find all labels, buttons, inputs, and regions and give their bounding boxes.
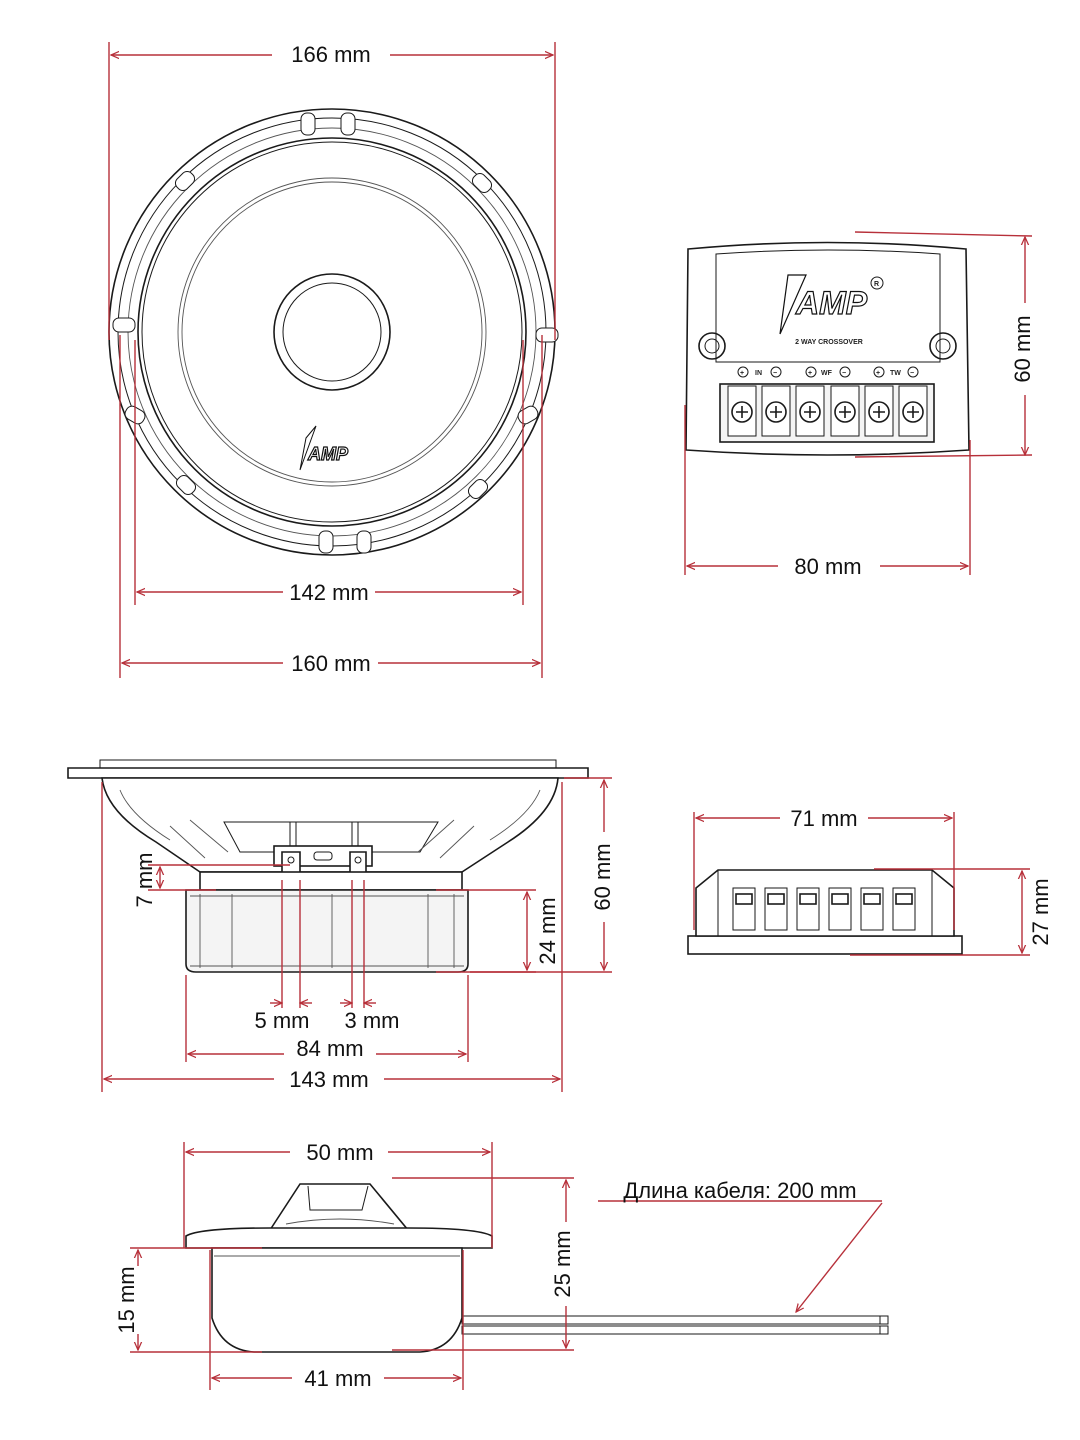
crossover-front-view: AMP R 2 WAY CROSSOVER + IN − + WF − + TW…: [685, 241, 970, 456]
dim-label-41: 41 mm: [304, 1366, 371, 1391]
dim-label-15: 15 mm: [114, 1266, 139, 1333]
woofer-logo-text: AMP: [307, 444, 349, 464]
dim-label-7: 7 mm: [132, 853, 157, 908]
dim-label-84: 84 mm: [296, 1036, 363, 1061]
woofer-brand-logo: AMP: [299, 425, 350, 471]
dim-woofer-side-84: 84 mm: [185, 975, 469, 1062]
dim-woofer-side-5: 5 mm: [255, 880, 312, 1033]
dim-crossover-width: 80 mm: [684, 405, 971, 579]
dim-woofer-side-7: 7 mm: [132, 853, 290, 908]
dim-label-5: 5 mm: [255, 1008, 310, 1033]
tw-minus-sign: −: [910, 370, 914, 377]
dim-tweeter-41: 41 mm: [209, 1250, 464, 1391]
terminal-in-label: IN: [755, 370, 762, 377]
dim-label-80: 80 mm: [794, 554, 861, 579]
in-plus-sign: +: [740, 370, 744, 377]
terminal-tw-label: TW: [890, 370, 901, 377]
tw-plus-sign: +: [876, 370, 880, 377]
dim-tweeter-15: 15 mm: [114, 1247, 262, 1353]
dim-crossover-height: 60 mm: [854, 231, 1035, 458]
woofer-side-view: [67, 759, 589, 973]
dim-label-71: 71 mm: [790, 806, 857, 831]
terminal-labels: + IN − + WF − + TW −: [737, 366, 919, 378]
dim-label-166: 166 mm: [291, 42, 370, 67]
dim-crossover-side-27: 27 mm: [850, 868, 1053, 956]
in-minus-sign: −: [773, 370, 777, 377]
dim-label-27: 27 mm: [1028, 878, 1053, 945]
dim-woofer-outer: 166 mm: [108, 42, 556, 340]
dim-woofer-mount: 160 mm: [119, 335, 543, 678]
dim-label-160: 160 mm: [291, 651, 370, 676]
cable-length-label: Длина кабеля: 200 mm: [623, 1178, 856, 1203]
dim-woofer-side-143: 143 mm: [101, 782, 563, 1092]
dim-label-3: 3 mm: [345, 1008, 400, 1033]
tweeter-side-view: [185, 1183, 889, 1353]
crossover-brand-logo: AMP R: [779, 274, 884, 335]
dim-label-25: 25 mm: [550, 1230, 575, 1297]
dim-woofer-cone: 142 mm: [134, 340, 524, 605]
crossover-logo-text: AMP: [795, 285, 868, 321]
dim-woofer-side-60: 60 mm: [470, 777, 615, 973]
dim-woofer-side-3: 3 mm: [340, 880, 400, 1033]
dim-label-50: 50 mm: [306, 1140, 373, 1165]
front-terminal-screws: [727, 385, 928, 437]
crossover-side-view: [687, 869, 963, 955]
dim-tweeter-25: 25 mm: [392, 1177, 575, 1351]
crossover-model-label: 2 WAY CROSSOVER: [795, 339, 863, 346]
side-terminal-blocks: [732, 887, 916, 931]
dim-label-60-woofer: 60 mm: [590, 843, 615, 910]
dim-tweeter-50: 50 mm: [183, 1140, 493, 1248]
woofer-front-view: AMP: [108, 108, 559, 556]
dim-label-60-crossover: 60 mm: [1010, 315, 1035, 382]
dim-label-24: 24 mm: [535, 897, 560, 964]
dim-label-142: 142 mm: [289, 580, 368, 605]
wf-plus-sign: +: [808, 370, 812, 377]
dim-crossover-side-71: 71 mm: [693, 806, 955, 930]
dim-tweeter-cable: Длина кабеля: 200 mm: [598, 1178, 883, 1312]
dim-label-143: 143 mm: [289, 1067, 368, 1092]
wf-minus-sign: −: [842, 370, 846, 377]
terminal-wf-label: WF: [821, 370, 833, 377]
registered-mark: R: [874, 281, 879, 288]
